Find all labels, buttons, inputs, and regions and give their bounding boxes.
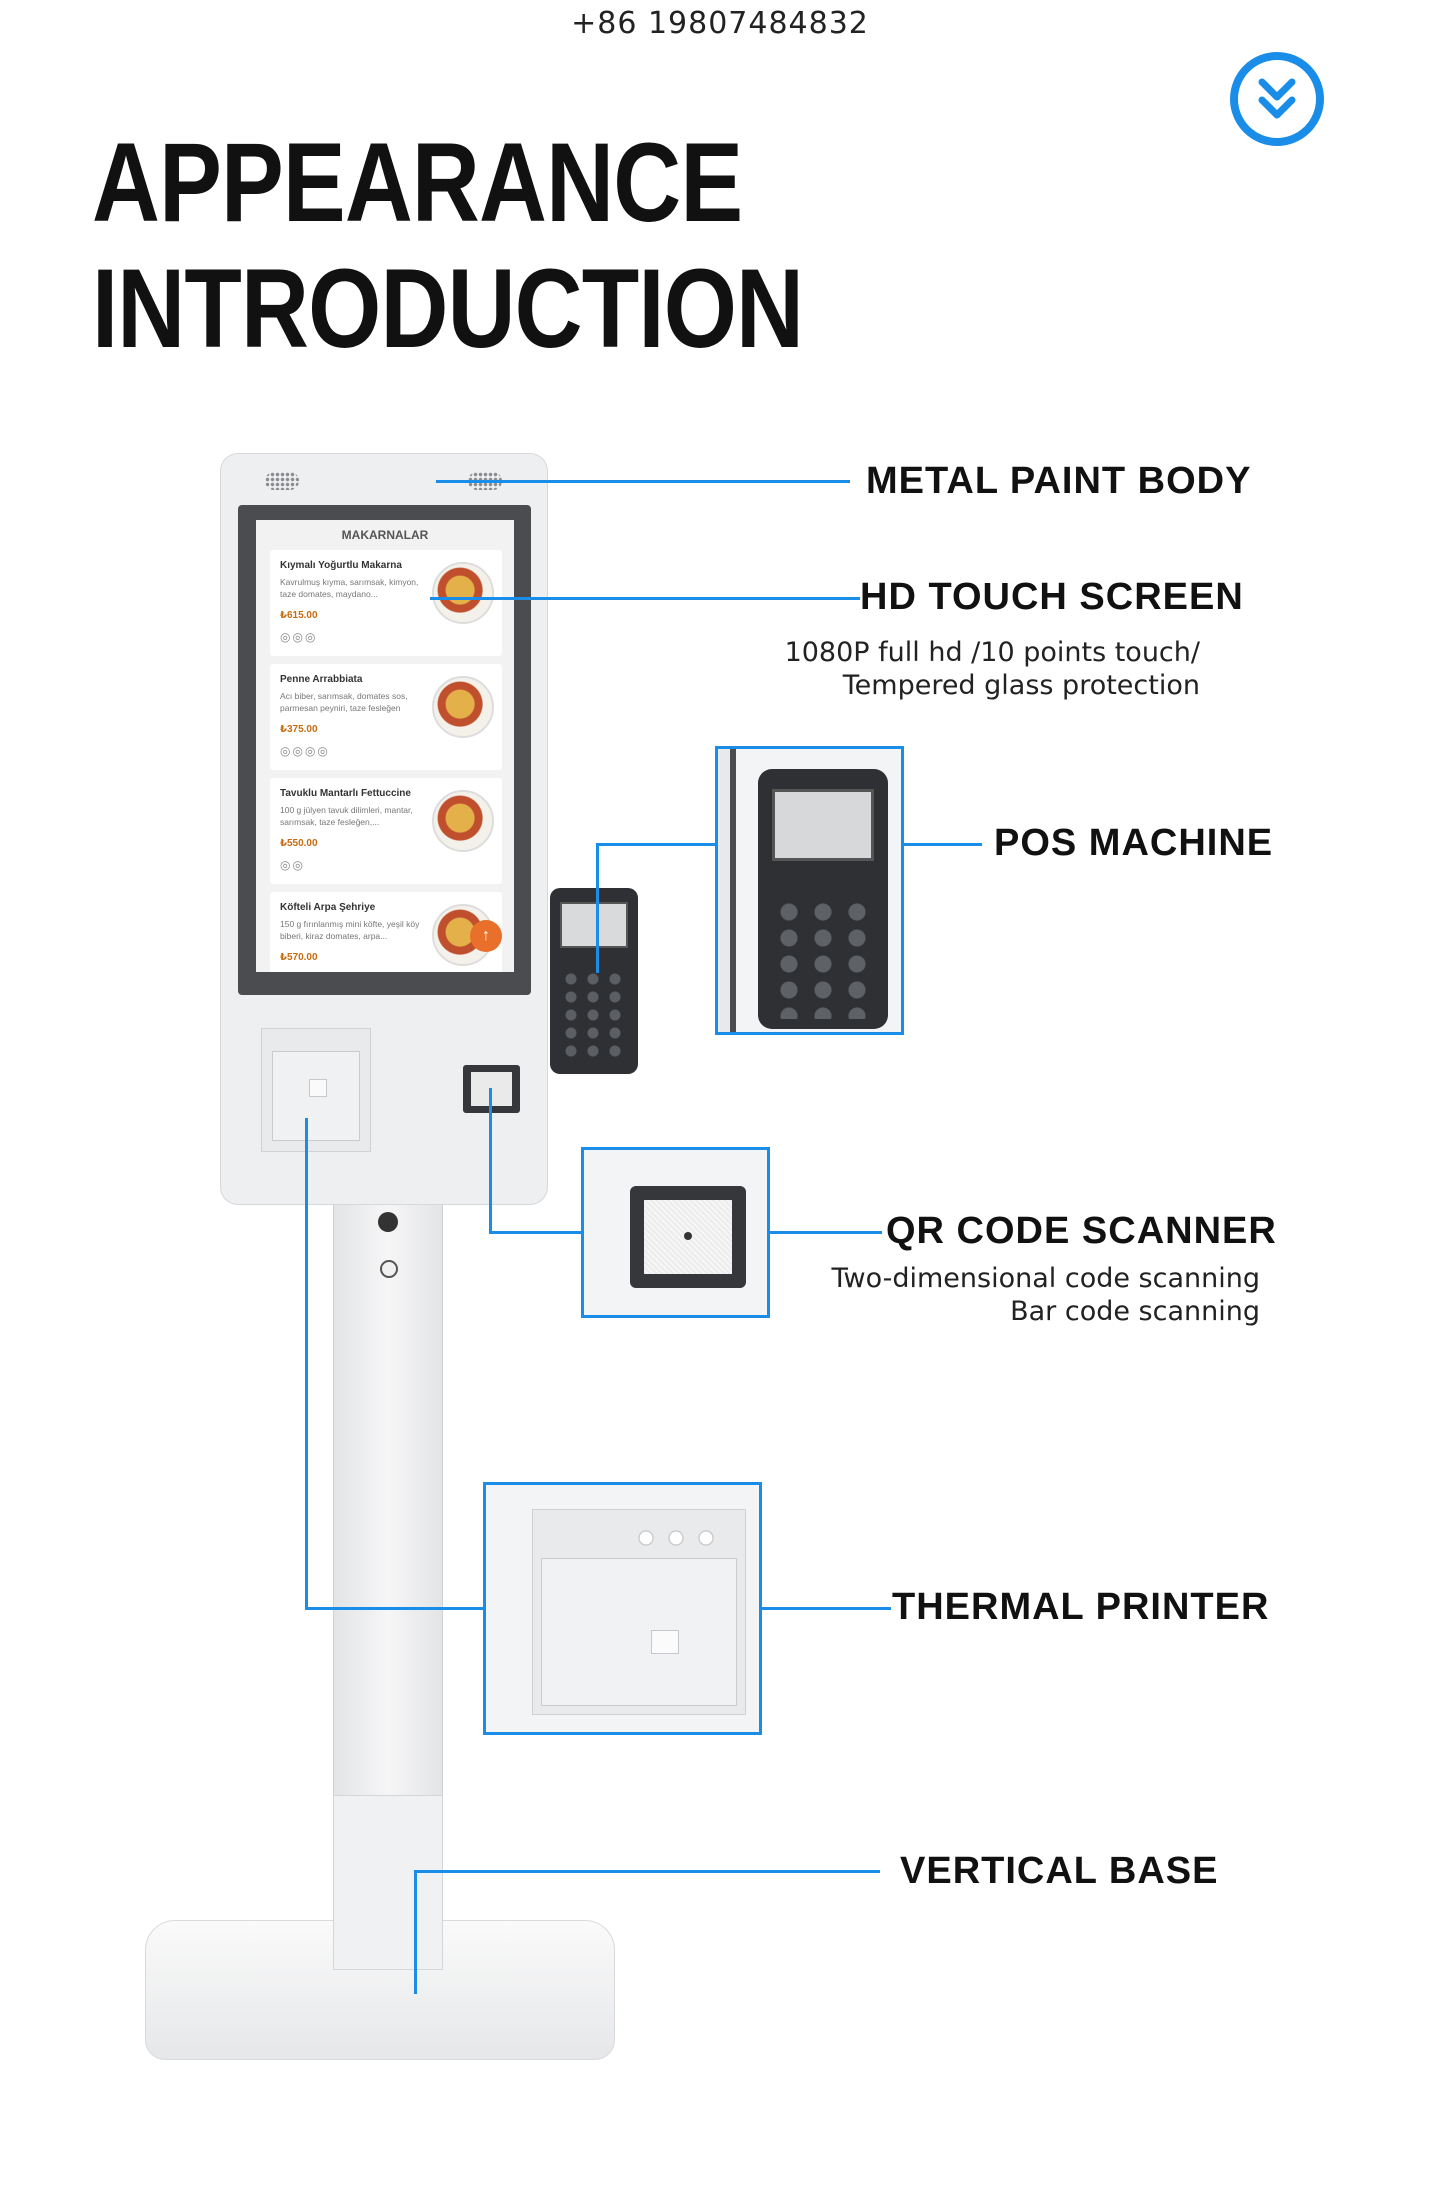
- qr-scanner-lens: [684, 1232, 692, 1240]
- connector-pos-right: [902, 843, 982, 846]
- menu-item: Köfteli Arpa Şehriye 150 g fırınlanmış m…: [270, 892, 502, 972]
- pos-display: [560, 902, 628, 948]
- connector-printer-right: [761, 1607, 891, 1610]
- printer-feed-button: [309, 1079, 327, 1097]
- menu-item-name: Kıymalı Yoğurtlu Makarna: [280, 560, 402, 571]
- connector-qr-right: [770, 1231, 882, 1234]
- connector-base-v: [414, 1870, 417, 1994]
- pos-keypad: [560, 970, 628, 1062]
- menu-item-desc: Kavrulmuş kıyma, sarımsak, kimyon, taze …: [280, 577, 419, 599]
- pos-machine-zoom: [715, 746, 904, 1035]
- menu-item-desc: 150 g fırınlanmış mini köfte, yeşil köy …: [280, 919, 420, 941]
- printer-indicator-leds: [631, 1530, 721, 1546]
- menu-item-name: Tavuklu Mantarlı Fettuccine: [280, 788, 411, 799]
- printer-feed-button-zoom: [651, 1630, 679, 1654]
- page-title: APPEARANCE INTRODUCTION: [92, 120, 804, 372]
- menu-item-name: Penne Arrabbiata: [280, 674, 363, 685]
- menu-item: Penne Arrabbiata Acı biber, sarımsak, do…: [270, 664, 502, 770]
- hd-touch-screen-desc: 1080P full hd /10 points touch/ Tempered…: [785, 636, 1200, 702]
- hd-touch-screen-desc-2: Tempered glass protection: [842, 670, 1200, 701]
- scroll-up-icon: ↑: [470, 920, 502, 952]
- speaker-grill-left: [265, 472, 299, 490]
- menu-item: Tavuklu Mantarlı Fettuccine 100 g jülyen…: [270, 778, 502, 884]
- pos-keypad-zoom: [772, 899, 876, 1019]
- phone-number: +86 19807484832: [571, 6, 869, 41]
- label-thermal-printer: THERMAL PRINTER: [892, 1586, 1270, 1628]
- connector-pos-v: [596, 843, 599, 973]
- kiosk-printer-panel: [261, 1028, 371, 1152]
- screen-heading: MAKARNALAR: [341, 528, 429, 542]
- connector-qr-v: [489, 1088, 492, 1234]
- allergen-icons: ◎◎◎: [280, 630, 318, 644]
- label-pos-machine: POS MACHINE: [994, 822, 1274, 864]
- double-chevron-down-icon: [1258, 78, 1296, 119]
- title-line-2: INTRODUCTION: [92, 246, 804, 371]
- kiosk-qr-window: [463, 1065, 520, 1113]
- menu-item-desc: Acı biber, sarımsak, domates sos, parmes…: [280, 691, 408, 713]
- pole-sensor: [378, 1212, 398, 1232]
- connector-qr-h: [489, 1231, 581, 1234]
- scroll-down-button[interactable]: [1230, 52, 1324, 146]
- hd-touch-screen-desc-1: 1080P full hd /10 points touch/: [784, 637, 1200, 668]
- dish-image: [432, 790, 494, 852]
- kiosk-edge: [718, 749, 736, 1032]
- label-hd-touch-screen: HD TOUCH SCREEN: [860, 576, 1244, 618]
- pole-collar: [333, 1795, 443, 1970]
- connector-printer-h: [305, 1607, 485, 1610]
- printer-plate: [532, 1509, 746, 1715]
- qr-code-scanner-desc-2: Bar code scanning: [1010, 1296, 1260, 1327]
- menu-item-name: Köfteli Arpa Şehriye: [280, 902, 376, 913]
- allergen-icons: ◎◎: [280, 858, 305, 872]
- menu-item-price: ₺570.00: [280, 952, 318, 963]
- pos-terminal-zoom: [758, 769, 888, 1029]
- qr-code-scanner-desc-1: Two-dimensional code scanning: [831, 1263, 1261, 1294]
- menu-item-price: ₺615.00: [280, 610, 318, 621]
- label-qr-code-scanner: QR CODE SCANNER: [886, 1210, 1277, 1252]
- connector-metal-body: [436, 480, 850, 483]
- qr-scanner-zoom: [581, 1147, 770, 1318]
- pole-button: [380, 1260, 398, 1278]
- label-metal-paint-body: METAL PAINT BODY: [866, 460, 1252, 502]
- title-line-1: APPEARANCE: [92, 120, 743, 245]
- label-vertical-base: VERTICAL BASE: [900, 1850, 1219, 1892]
- printer-slot-zoom: [541, 1558, 737, 1706]
- connector-touch-screen: [430, 597, 860, 600]
- menu-item-price: ₺375.00: [280, 724, 318, 735]
- dish-image: [432, 562, 494, 624]
- connector-printer-v: [305, 1118, 308, 1610]
- qr-code-scanner-desc: Two-dimensional code scanning Bar code s…: [832, 1262, 1261, 1328]
- connector-base-h: [414, 1870, 880, 1873]
- menu-item: Kıymalı Yoğurtlu Makarna Kavrulmuş kıyma…: [270, 550, 502, 656]
- kiosk-touch-screen: MAKARNALAR Kıymalı Yoğurtlu Makarna Kavr…: [256, 520, 514, 972]
- pos-display-zoom: [772, 789, 874, 861]
- allergen-icons: ◎◎◎◎: [280, 744, 330, 758]
- dish-image: [432, 676, 494, 738]
- thermal-printer-zoom: [483, 1482, 762, 1735]
- connector-pos-h: [596, 843, 716, 846]
- menu-item-price: ₺550.00: [280, 838, 318, 849]
- kiosk-pos-terminal: [550, 888, 638, 1074]
- menu-item-desc: 100 g jülyen tavuk dilimleri, mantar, sa…: [280, 805, 413, 827]
